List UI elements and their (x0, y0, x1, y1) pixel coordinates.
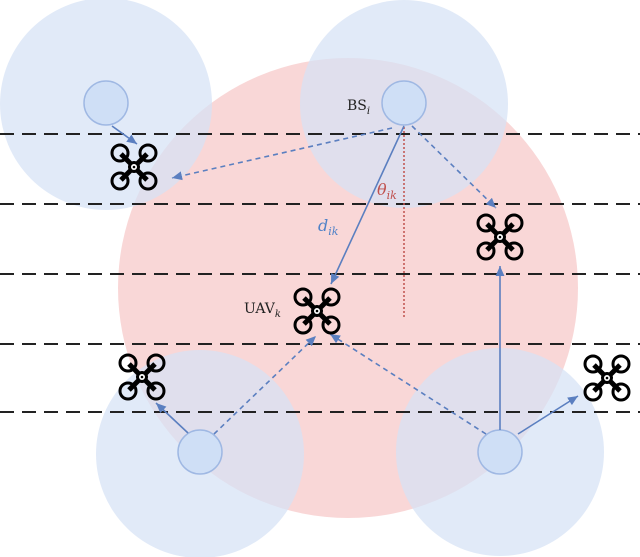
base-stations (83, 80, 523, 475)
link-bs-bottomleft-to-uav (155, 402, 189, 434)
interference-link-4 (329, 333, 487, 435)
uav-label: UAVk (244, 301, 281, 320)
base-station-bottom-left (177, 429, 223, 475)
base-station-i (381, 80, 427, 126)
quadcopter-icon (585, 356, 629, 400)
interference-link-2 (411, 125, 497, 209)
distance-label: dik (318, 216, 339, 238)
interference-link-1 (171, 127, 393, 181)
angle-label: θik (377, 180, 397, 202)
base-station-top-left (83, 80, 129, 126)
link-bs-i-to-uav-k (330, 125, 405, 285)
link-bs-topleft-to-uav (111, 125, 138, 145)
link-bs-bottomright-to-uav-right (517, 395, 579, 435)
interference-link-3 (213, 335, 317, 435)
links (111, 125, 579, 435)
bs-label: BSi (347, 98, 370, 117)
altitude-lines (0, 133, 640, 413)
base-station-bottom-right (477, 429, 523, 475)
